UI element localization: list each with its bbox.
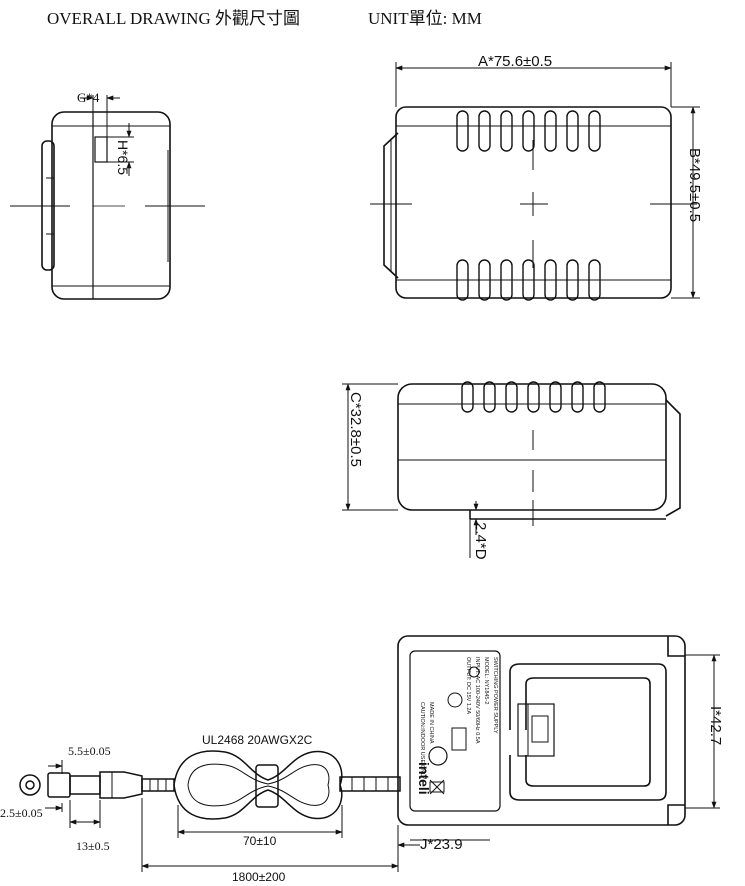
vent-slot — [456, 259, 469, 301]
vent-slot — [500, 259, 513, 301]
vent-slot — [500, 110, 513, 152]
cable-length-label: 1800±200 — [232, 870, 286, 884]
dimension-a — [395, 62, 672, 107]
dimension-h — [107, 123, 134, 176]
weee-bin-icon — [429, 781, 445, 793]
plug-inner-diameter-label: 2.5±0.05 — [0, 806, 43, 820]
dimension-g — [80, 95, 120, 137]
vent-slot — [527, 381, 540, 413]
dimension-g-label: G*4 — [77, 90, 100, 105]
vent-slot — [549, 381, 562, 413]
vent-slot — [478, 259, 491, 301]
front-view — [397, 383, 681, 520]
top-view-vent-slots-lower — [456, 259, 601, 301]
bottom-view — [397, 635, 686, 826]
drawing-title: OVERALL DRAWING 外觀尺寸圖 — [47, 9, 300, 28]
top-view-vent-slots-upper — [456, 110, 601, 152]
nameplate-line: MADE IN CHINA — [428, 702, 434, 744]
vent-slot — [566, 259, 579, 301]
plug-length-label: 13±0.5 — [76, 839, 110, 853]
dimension-c-label: C*32.8±0.5 — [347, 392, 364, 467]
vent-slot — [461, 381, 474, 413]
top-view — [383, 106, 672, 299]
top-view-centerlines — [370, 140, 697, 268]
vent-slot — [505, 381, 518, 413]
dimension-b-label: B*49.5±0.5 — [686, 148, 703, 222]
ul-mark-icon — [447, 692, 463, 708]
coil-length-label: 70±10 — [243, 834, 277, 848]
plug-outer-diameter-label: 5.5±0.05 — [68, 744, 111, 758]
vent-slot — [593, 381, 606, 413]
dimension-d-label: 2.4*D — [472, 522, 489, 560]
dimension-a-label: A*75.6±0.5 — [478, 53, 552, 70]
vent-slot — [456, 110, 469, 152]
nameplate-line: INPUT: AC 100-240V 50/60Hz 0.5A — [474, 657, 480, 744]
dimension-i-label: I*42.7 — [707, 706, 724, 745]
dimension-j-label: J*23.9 — [420, 836, 463, 853]
nameplate-line: CAUTION:INDOOR USE ONLY — [419, 702, 425, 780]
vent-slot — [544, 259, 557, 301]
dimension-i — [685, 654, 720, 809]
dimension-d — [469, 501, 479, 558]
plug-dimensions — [45, 760, 101, 828]
nameplate-line: SWITCHING POWER SUPPLY — [492, 657, 498, 734]
vent-slot — [483, 381, 496, 413]
vent-slot — [522, 110, 535, 152]
dimension-h-label: H*6.5 — [115, 140, 131, 175]
vent-slot — [588, 259, 601, 301]
vent-slot — [571, 381, 584, 413]
nameplate-line: MODEL: NY1845-2 — [483, 657, 489, 704]
dimension-j — [397, 825, 490, 850]
unit-label: UNIT單位: MM — [368, 9, 482, 28]
vent-slot — [588, 110, 601, 152]
nameplate-line: OUTPUT: DC 15V 1.2A — [465, 657, 471, 714]
class-mark-icon — [468, 666, 480, 678]
cable-assembly — [19, 750, 401, 820]
fcc-mark-icon — [451, 727, 467, 751]
cable-spec-label: UL2468 20AWGX2C — [202, 733, 313, 747]
brand-logo-text: inteli — [416, 762, 432, 795]
dimension-b — [671, 106, 700, 299]
ce-mark-icon — [428, 746, 448, 766]
dimension-c — [342, 383, 398, 511]
vent-slot — [544, 110, 557, 152]
front-view-vent-slots — [461, 381, 606, 413]
vent-slot — [478, 110, 491, 152]
vent-slot — [522, 259, 535, 301]
vent-slot — [566, 110, 579, 152]
cable-length-dimensions — [141, 798, 399, 872]
